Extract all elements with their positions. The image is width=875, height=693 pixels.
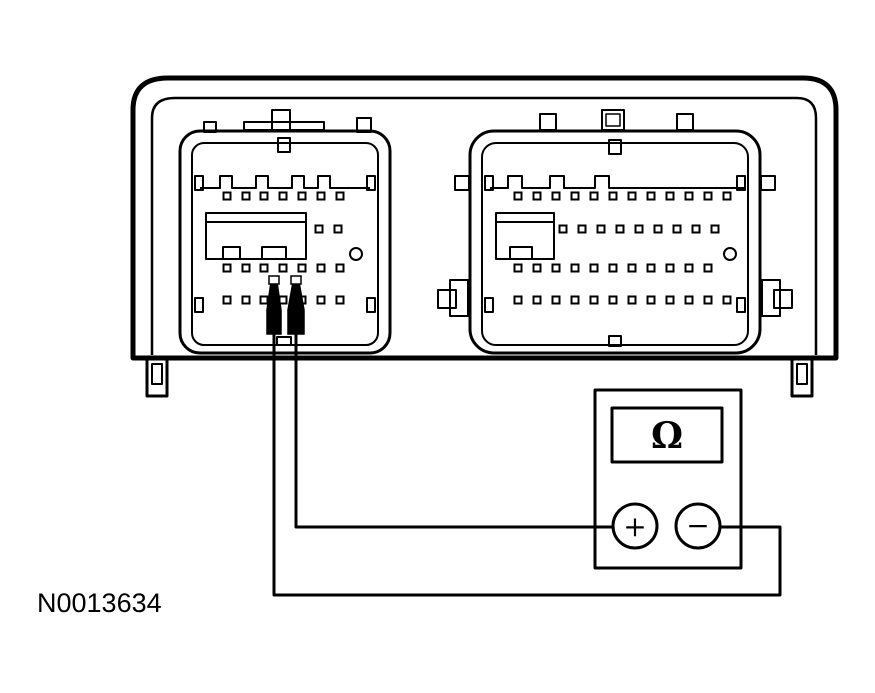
connector-pin xyxy=(703,263,713,273)
connector-pin xyxy=(297,263,307,273)
positive-probe xyxy=(287,281,305,335)
module-housing xyxy=(130,75,839,398)
connector-pin xyxy=(608,191,618,201)
connector-pin xyxy=(241,295,251,305)
ohm-symbol: Ω xyxy=(651,415,683,457)
negative-probe xyxy=(266,281,282,335)
connector-pin xyxy=(551,263,561,273)
connector-pin xyxy=(259,263,269,273)
connector-pin xyxy=(278,191,288,201)
connector-pin xyxy=(608,263,618,273)
connector-pin xyxy=(589,295,599,305)
connector-pin xyxy=(634,224,644,234)
connector-pin xyxy=(672,224,682,234)
connector-pin xyxy=(665,263,675,273)
connector-pin xyxy=(570,191,580,201)
multimeter xyxy=(593,388,743,570)
connector-pin xyxy=(703,191,713,201)
connector-pin xyxy=(241,191,251,201)
connector-pin xyxy=(222,263,232,273)
connector-pin xyxy=(532,295,542,305)
mounting-foot-left xyxy=(145,356,169,398)
figure-reference-id: N0013634 xyxy=(37,588,162,618)
connector-pin xyxy=(589,263,599,273)
left-connector xyxy=(178,129,392,355)
connector-pin xyxy=(691,224,701,234)
connector-pin xyxy=(596,224,606,234)
negative-lead-wire xyxy=(272,332,782,597)
connector-pin xyxy=(222,191,232,201)
terminal-block xyxy=(205,212,307,260)
multimeter-display xyxy=(610,406,724,464)
connector-pin xyxy=(608,295,618,305)
connector-pin xyxy=(513,263,523,273)
connector-pin xyxy=(314,224,324,234)
connector-pin xyxy=(577,224,587,234)
connector-pin xyxy=(513,191,523,201)
connector-pin xyxy=(627,295,637,305)
connector-pin xyxy=(646,295,656,305)
terminal-block xyxy=(495,212,555,260)
connector-pin xyxy=(551,191,561,201)
connector-pin xyxy=(532,263,542,273)
connector-pin xyxy=(722,295,732,305)
connector-pin xyxy=(615,224,625,234)
connector-pin xyxy=(241,263,251,273)
connector-pin xyxy=(513,295,523,305)
right-connector xyxy=(437,129,793,355)
connector-pin xyxy=(646,191,656,201)
negative-terminal xyxy=(674,502,722,550)
connector-pin xyxy=(222,295,232,305)
connector-pin xyxy=(653,224,663,234)
connector-pin xyxy=(532,191,542,201)
connector-pin xyxy=(297,191,307,201)
connector-pin xyxy=(710,224,720,234)
positive-terminal-label: + xyxy=(623,510,646,543)
connector-pin xyxy=(316,263,326,273)
connector-pin xyxy=(703,295,713,305)
negative-terminal-label: − xyxy=(686,509,709,542)
multimeter-body xyxy=(593,388,743,570)
connector-pin xyxy=(627,263,637,273)
connector-pin xyxy=(335,295,345,305)
connector-pin xyxy=(259,191,269,201)
connector-pin xyxy=(589,191,599,201)
connector-pin xyxy=(684,295,694,305)
connector-pin xyxy=(316,191,326,201)
positive-terminal xyxy=(611,502,659,550)
connector-pin xyxy=(316,295,326,305)
positive-lead-wire xyxy=(294,332,612,529)
connector-pin xyxy=(684,263,694,273)
connector-pin xyxy=(646,263,656,273)
connector-pin xyxy=(259,295,269,305)
connector-pin xyxy=(722,191,732,201)
connector-pin xyxy=(558,224,568,234)
connector-pin xyxy=(665,295,675,305)
connector-pin xyxy=(665,191,675,201)
mounting-foot-right xyxy=(790,356,814,398)
connector-pin xyxy=(627,191,637,201)
connector-pin xyxy=(570,263,580,273)
test-probes xyxy=(266,275,305,335)
connector-pin xyxy=(333,224,343,234)
connector-pin xyxy=(684,191,694,201)
connector-pin xyxy=(551,295,561,305)
test-lead-wires xyxy=(272,332,782,597)
connector-pin xyxy=(335,263,345,273)
connector-pin xyxy=(278,263,288,273)
connector-pin xyxy=(570,295,580,305)
connector-pin xyxy=(335,191,345,201)
